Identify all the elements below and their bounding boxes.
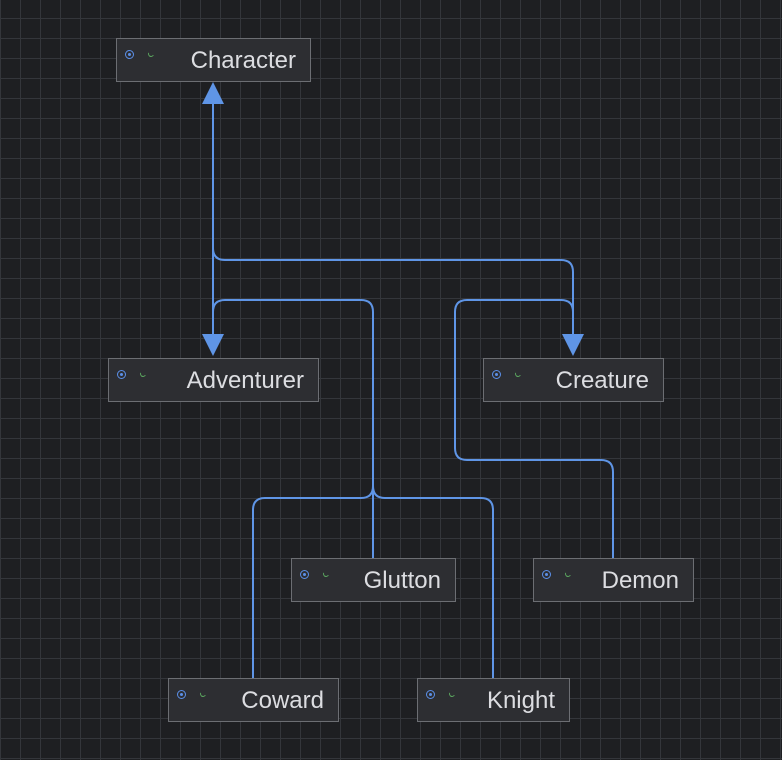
node-coward[interactable]: Coward [168, 678, 339, 722]
public-icon [147, 50, 155, 58]
node-adventurer[interactable]: Adventurer [108, 358, 319, 402]
node-label: Adventurer [186, 367, 304, 394]
arrowhead-character [202, 82, 224, 104]
class-icon [426, 689, 435, 699]
public-icon [448, 690, 456, 698]
node-label: Character [190, 47, 296, 74]
public-icon [199, 690, 207, 698]
class-icon [542, 569, 551, 579]
public-icon [139, 370, 147, 378]
edge-creature-character [212, 247, 574, 340]
edge-coward-adventurer [252, 485, 374, 678]
node-label: Demon [601, 567, 679, 594]
node-label: Glutton [363, 567, 441, 594]
public-icon [514, 370, 522, 378]
public-icon [564, 570, 572, 578]
class-icon [492, 369, 501, 379]
class-icon [117, 369, 126, 379]
class-icon [125, 49, 134, 59]
node-label: Coward [241, 687, 324, 714]
node-knight[interactable]: Knight [417, 678, 570, 722]
edge-demon-creature [454, 299, 614, 558]
public-icon [322, 570, 330, 578]
node-character[interactable]: Character [116, 38, 311, 82]
arrowhead-adventurer [202, 334, 224, 356]
arrowhead-creature [562, 334, 584, 356]
class-icon [177, 689, 186, 699]
edge-glutton-adventurer [212, 299, 374, 558]
node-label: Knight [486, 687, 555, 714]
node-demon[interactable]: Demon [533, 558, 694, 602]
node-glutton[interactable]: Glutton [291, 558, 456, 602]
node-label: Creature [555, 367, 649, 394]
edge-knight-adventurer [372, 485, 494, 678]
class-icon [300, 569, 309, 579]
node-creature[interactable]: Creature [483, 358, 664, 402]
